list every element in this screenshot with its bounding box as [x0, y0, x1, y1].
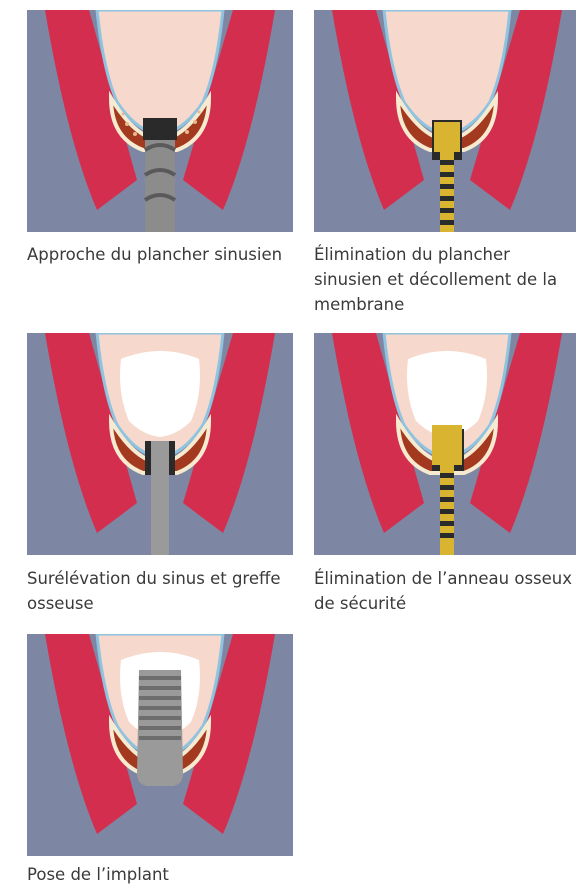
caption-implant: Pose de l’implant [27, 862, 287, 887]
gold-osteotome-icon [432, 425, 464, 555]
ring-illustration [314, 333, 576, 555]
caption-elevation: Surélévation du sinus et greffe osseuse [27, 566, 287, 616]
implant-icon [137, 670, 183, 786]
caption-approach: Approche du plancher sinusien [27, 242, 287, 267]
floor-illustration [314, 10, 576, 232]
implant-illustration [27, 634, 293, 856]
caption-floor: Élimination du plancher sinusien et déco… [314, 242, 574, 317]
gold-osteotome-icon [432, 120, 462, 232]
approach-illustration [27, 10, 293, 232]
grey-osteotome-icon [145, 441, 175, 555]
drill-icon [143, 118, 177, 232]
elevation-illustration [27, 333, 293, 555]
caption-ring: Élimination de l’anneau osseux de sécuri… [314, 566, 574, 616]
